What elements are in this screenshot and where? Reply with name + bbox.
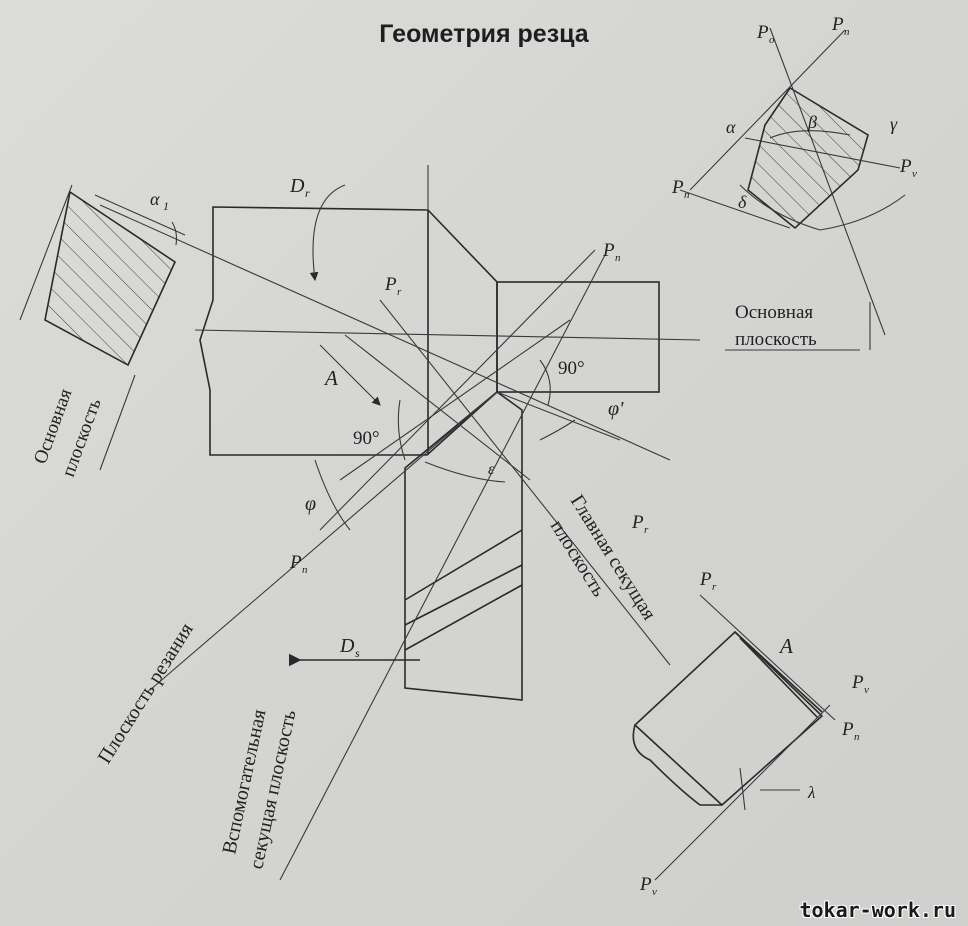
label-Pn-bottom-left: P	[289, 552, 302, 573]
label-alpha1: α	[150, 189, 160, 209]
label-Pn-center-sub: n	[615, 252, 621, 264]
label-phi-prime: φ'	[608, 398, 624, 420]
label-cutting-plane: Плоскость резания	[94, 619, 198, 767]
label-lambda: λ	[807, 783, 815, 802]
plane-lines	[99, 204, 671, 881]
label-Pv-top-sub: v	[912, 168, 917, 180]
label-Pr-center: P	[384, 274, 397, 295]
label-gamma: γ	[890, 114, 898, 134]
bottom-right-section	[632, 594, 836, 881]
label-Pr-bottom: P	[699, 569, 712, 590]
workpiece	[194, 165, 701, 456]
label-alpha1-sub: 1	[163, 199, 169, 213]
label-base-plane-right-2: плоскость	[735, 329, 817, 350]
label-Dr: D	[289, 175, 305, 197]
label-A-center: A	[323, 366, 338, 390]
label-Pn-top: P	[831, 14, 844, 35]
label-alpha: α	[726, 117, 736, 137]
label-angle-90-center: 90°	[353, 428, 380, 449]
label-Pn-center: P	[602, 240, 615, 261]
label-Pv-bottom-end: P	[639, 874, 652, 895]
label-delta: δ	[738, 192, 747, 212]
watermark: tokar-work.ru	[799, 898, 956, 922]
label-Pr-mid: P	[631, 512, 644, 533]
label-beta: β	[807, 112, 817, 132]
label-angle-90-right: 90°	[558, 358, 585, 379]
label-Pv-bottom: P	[851, 672, 864, 693]
label-Pv-bottom-end-sub: v	[652, 886, 657, 898]
label-Pr-bottom-sub: r	[712, 581, 717, 593]
label-epsilon: ε	[488, 461, 495, 478]
label-Pv-top: P	[899, 156, 912, 177]
label-phi: φ	[305, 493, 316, 515]
label-base-plane-right-1: Основная	[735, 302, 813, 323]
label-A-bottom: A	[778, 634, 793, 658]
label-Pn-top-sub: n	[844, 26, 850, 38]
label-Pn-bottom-right: P	[841, 719, 854, 740]
label-Po-top-sub: o	[769, 34, 775, 46]
label-Pn-left-top: P	[671, 177, 684, 198]
label-Ds-sub: s	[355, 646, 360, 660]
label-Dr-sub: r	[305, 186, 310, 200]
label-Pr-center-sub: r	[397, 286, 402, 298]
label-Pr-mid-sub: r	[644, 524, 649, 536]
label-Ds: D	[339, 635, 355, 657]
label-Pn-bottom-right-sub: n	[854, 731, 860, 743]
label-Po-top: P	[756, 22, 769, 43]
label-Pn-left-top-sub: n	[684, 189, 690, 201]
angle-arcs	[309, 184, 576, 531]
top-right-section	[679, 27, 906, 351]
label-Pv-bottom-sub: v	[864, 684, 869, 696]
tool-shank	[404, 390, 523, 701]
left-section	[19, 184, 186, 471]
label-Pn-bottom-left-sub: n	[302, 564, 308, 576]
page-title: Геометрия резца	[379, 20, 589, 48]
